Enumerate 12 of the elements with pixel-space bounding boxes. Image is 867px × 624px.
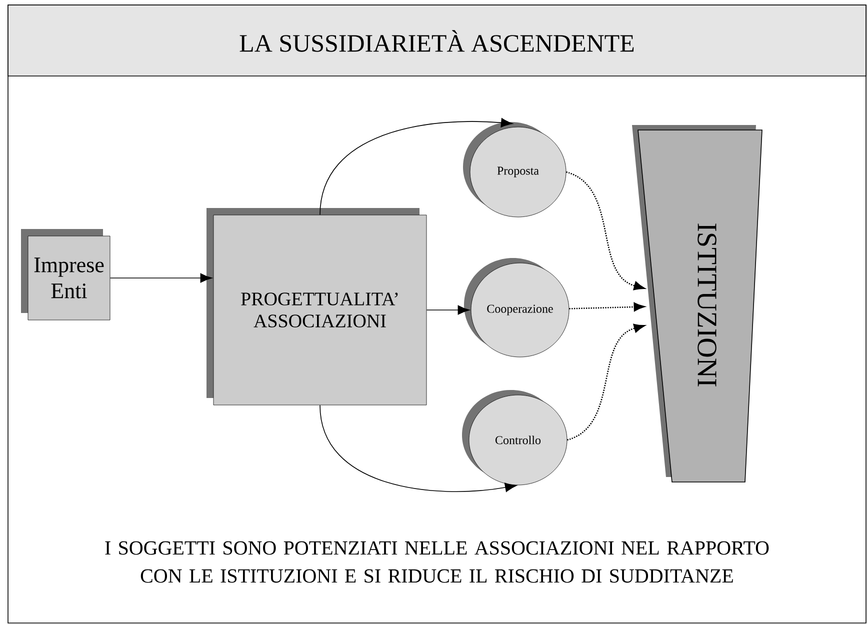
arrow [320, 118, 513, 216]
arrow [320, 404, 517, 492]
title-band: LA SUSSIDIARIETÀ ASCENDENTE [8, 4, 866, 76]
arrow [566, 324, 645, 441]
arrow [566, 171, 645, 290]
process-box: PROGETTUALITA’ ASSOCIAZIONI [206, 208, 427, 406]
arrow [110, 273, 212, 283]
arrow [569, 302, 645, 312]
arrow [426, 305, 470, 315]
caption: I SOGGETTI SONO POTENZIATI NELLE ASSOCIAZIONI NEL RAPPORTO CON LE ISTITUZIONI E SI RIDUCE IL RISCHIO DI SUDDITANZE [105, 541, 769, 583]
trapezoid: ISTITUZIONI [632, 125, 762, 482]
source-box: Imprese Enti [21, 229, 110, 320]
